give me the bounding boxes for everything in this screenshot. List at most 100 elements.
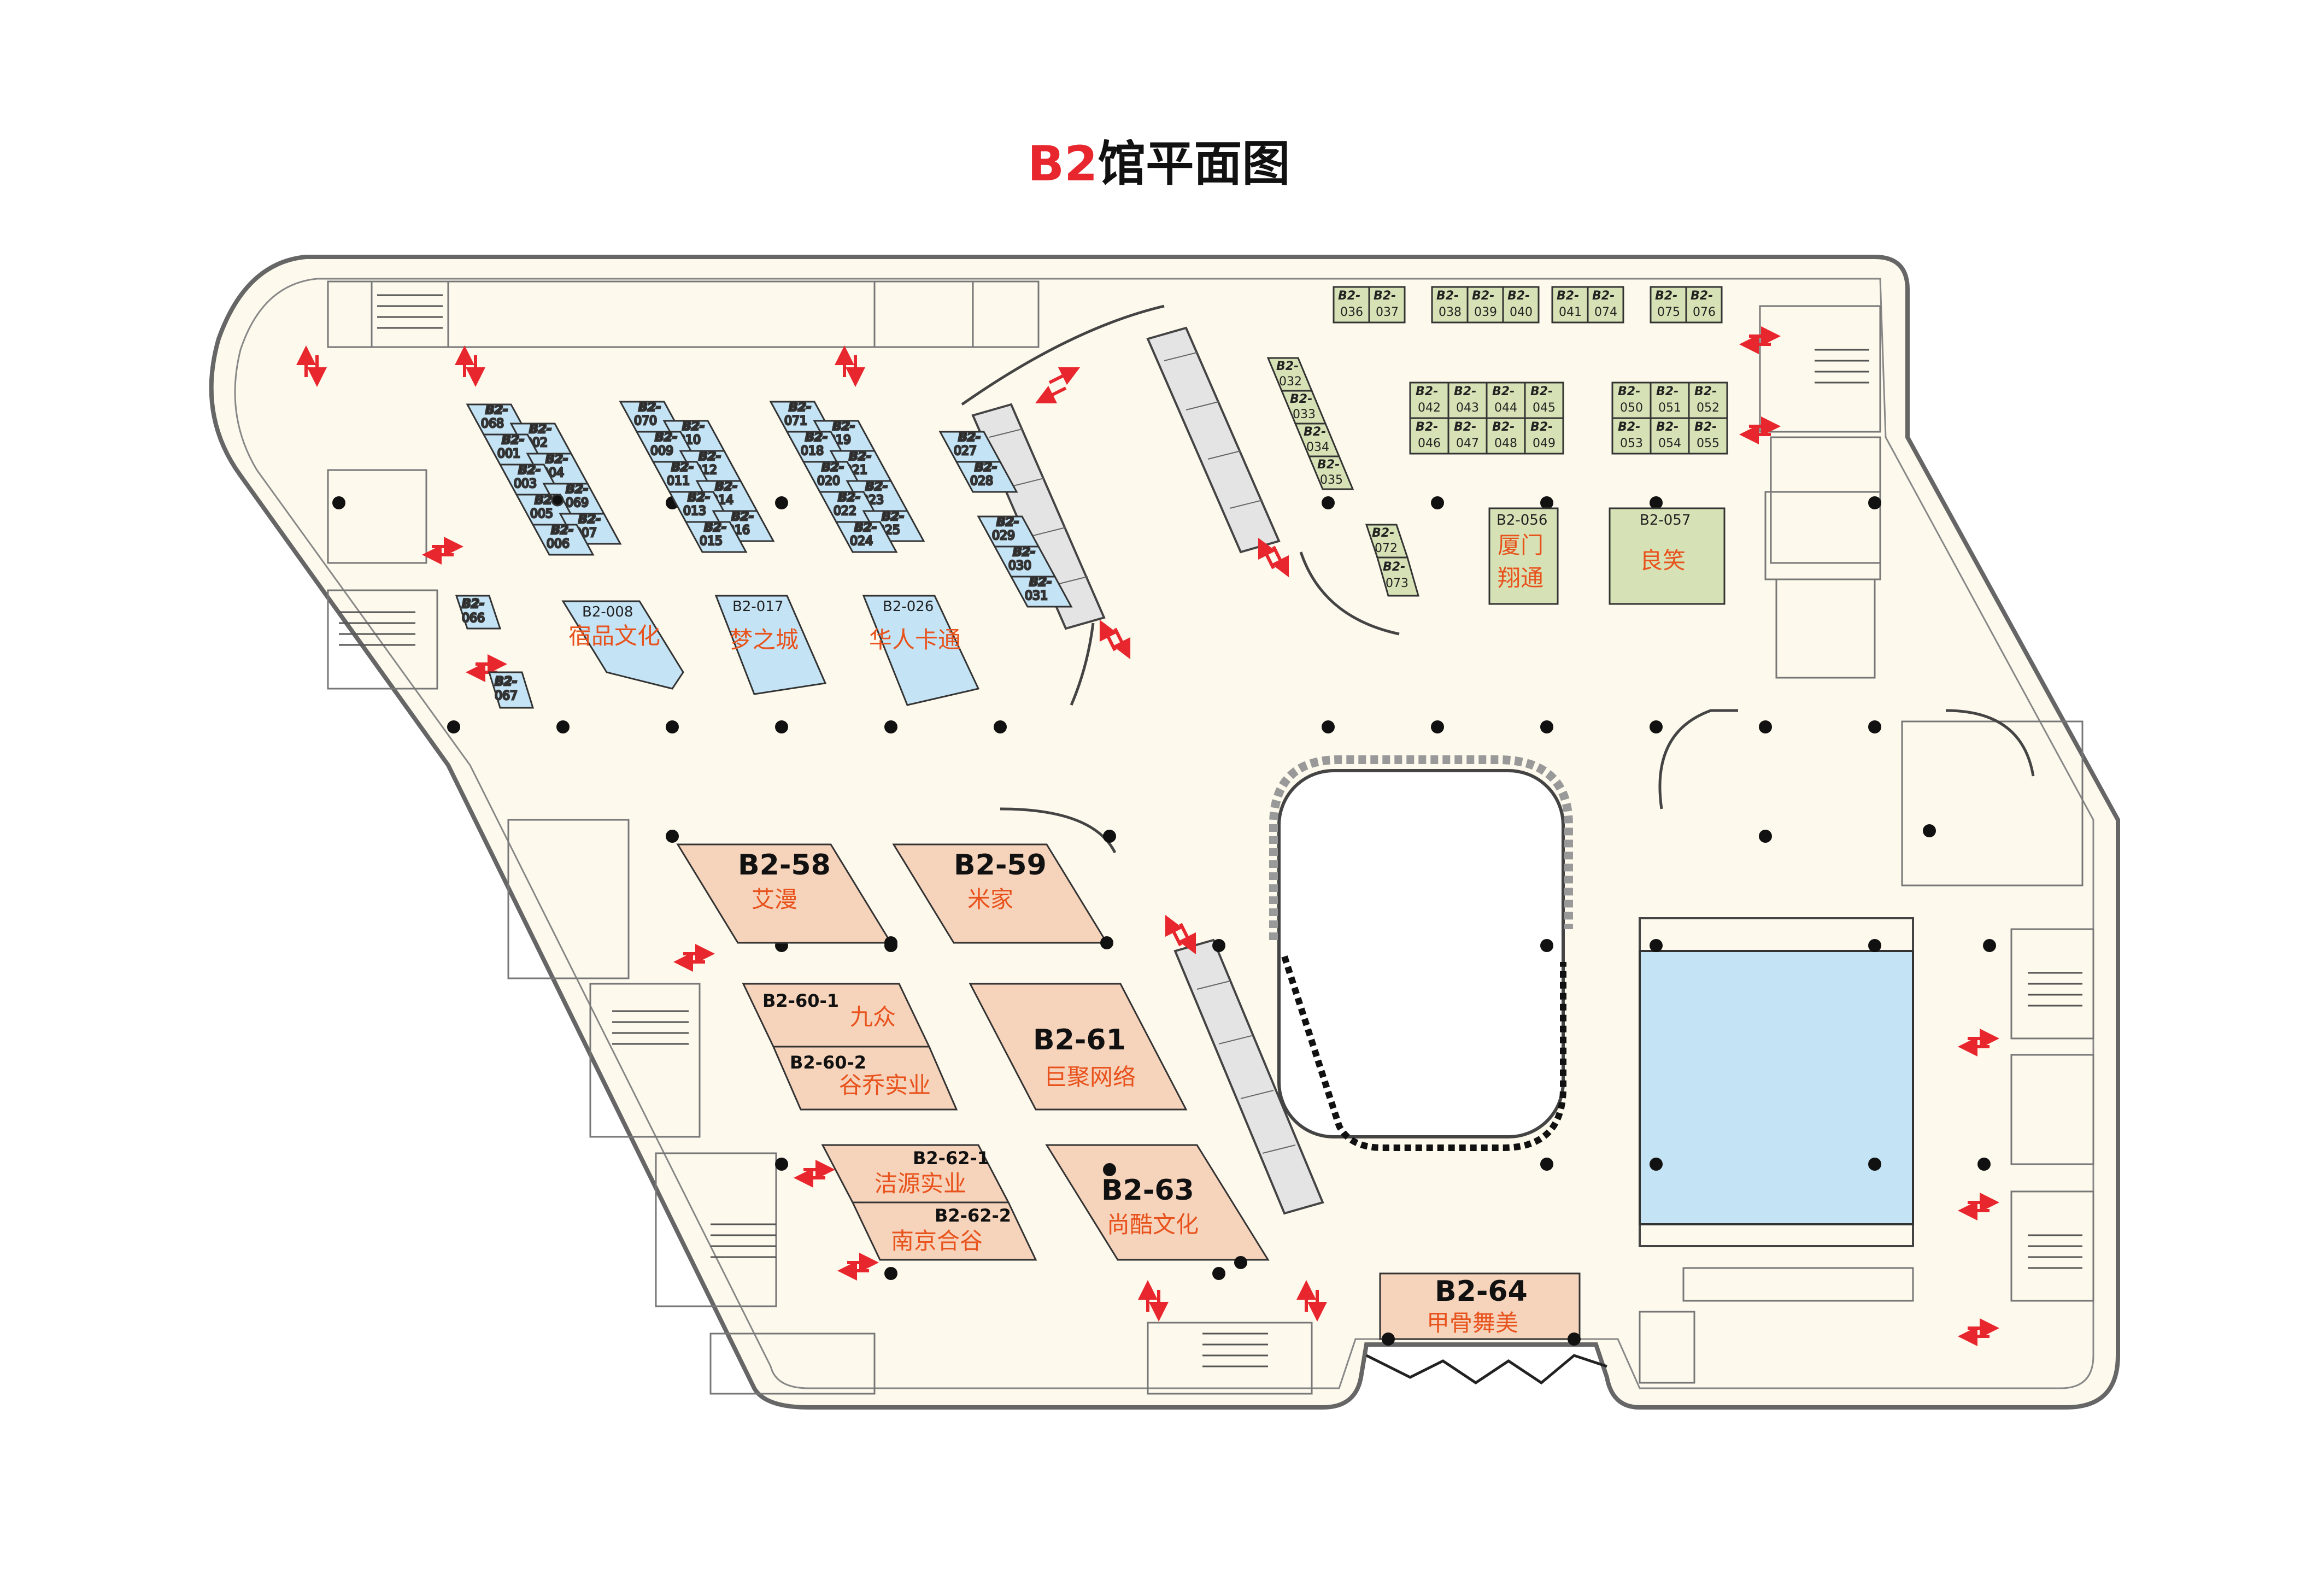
booth-b2-041[interactable]: B2-041: [1551, 286, 1589, 324]
booth-name: 梦之城: [730, 626, 799, 653]
booth-b2-007[interactable]: B2-007: [559, 512, 622, 545]
booth-number: 020: [817, 474, 840, 488]
booth-prefix: B2-: [832, 420, 855, 433]
booth-b2-051[interactable]: B2-051: [1650, 381, 1690, 419]
booth-number: 032: [1279, 375, 1302, 389]
booth-b2-027[interactable]: B2-027: [938, 430, 1002, 463]
booth-number: 072: [1375, 542, 1398, 555]
booth-number: 042: [1418, 401, 1441, 415]
booth-name: 洁源实业: [875, 1170, 966, 1197]
booth-number: 040: [1510, 306, 1533, 319]
booth-b2-62-2[interactable]: B2-62-2 南京合谷: [851, 1201, 1037, 1261]
booth-b2-046[interactable]: B2-046: [1409, 417, 1449, 455]
booth-prefix: B2-: [1372, 526, 1394, 540]
blue-large-booths: B2-008 宿品文化 B2-017 梦之城 B2-026 华人卡通: [561, 595, 980, 706]
booth-b2-040[interactable]: B2-040: [1502, 286, 1540, 324]
booth-b2-039[interactable]: B2-039: [1466, 286, 1504, 324]
booth-b2-033[interactable]: B2-033: [1280, 390, 1327, 425]
booth-number: 046: [1418, 437, 1441, 450]
booth-b2-038[interactable]: B2-038: [1431, 286, 1469, 324]
booth-b2-63[interactable]: B2-63 尚酷文化: [1045, 1144, 1270, 1261]
booth-b2-043[interactable]: B2-043: [1447, 381, 1488, 419]
booth-b2-031[interactable]: B2-031: [1010, 575, 1073, 608]
booth-b2-006[interactable]: B2-006: [531, 523, 595, 556]
booth-b2-049[interactable]: B2-049: [1524, 417, 1564, 455]
booth-b2-60-1[interactable]: B2-60-1 九众: [742, 983, 931, 1048]
booth-b2-026[interactable]: B2-026 华人卡通: [862, 595, 980, 706]
booth-prefix: B2-: [731, 510, 754, 524]
booth-b2-074[interactable]: B2-074: [1587, 286, 1624, 324]
booth-b2-053[interactable]: B2-053: [1611, 417, 1652, 455]
booth-b2-045[interactable]: B2-045: [1524, 381, 1564, 419]
booth-b2-028[interactable]: B2-028: [955, 460, 1018, 493]
booth-number: 055: [1697, 437, 1719, 450]
booth-prefix: B2-: [1374, 289, 1396, 303]
booth-b2-073[interactable]: B2-073: [1376, 556, 1419, 597]
booth-number: 029: [992, 529, 1015, 543]
booth-prefix: B2-: [545, 453, 568, 466]
booth-b2-044[interactable]: B2-044: [1486, 381, 1526, 419]
booth-b2-052[interactable]: B2-052: [1688, 381, 1728, 419]
booth-b2-048[interactable]: B2-048: [1486, 417, 1526, 455]
booth-b2-002[interactable]: B2-002: [509, 422, 573, 455]
hall-inner-wall: [234, 278, 2094, 1389]
booth-name: 米家: [967, 886, 1013, 913]
booth-code: B2-017: [732, 598, 783, 615]
booth-b2-050[interactable]: B2-050: [1611, 381, 1652, 419]
booth-b2-015[interactable]: B2-015: [684, 520, 748, 553]
booth-prefix: B2-: [821, 461, 844, 474]
booth-b2-042[interactable]: B2-042: [1409, 381, 1449, 419]
booth-prefix: B2-: [789, 401, 811, 414]
booth-prefix: B2-: [849, 450, 871, 463]
booth-prefix: B2-: [462, 597, 484, 611]
title-prefix: B2: [1028, 136, 1098, 192]
booth-code: B2-057: [1640, 512, 1691, 529]
booth-b2-056[interactable]: B2-056 厦门 翔通: [1488, 507, 1559, 605]
booth-number: 076: [1693, 306, 1716, 319]
booth-b2-036[interactable]: B2-036: [1333, 286, 1370, 324]
booth-b2-58[interactable]: B2-58 艾漫: [676, 843, 893, 944]
booth-b2-035[interactable]: B2-035: [1307, 455, 1354, 490]
booth-prefix: B2-: [1592, 289, 1615, 303]
booth-b2-029[interactable]: B2-029: [977, 515, 1040, 548]
booth-prefix: B2-: [1492, 420, 1515, 434]
booth-b2-64[interactable]: B2-64 甲骨舞美: [1379, 1272, 1581, 1340]
booth-b2-057[interactable]: B2-057 良笑: [1609, 507, 1726, 605]
booth-b2-59[interactable]: B2-59 米家: [892, 843, 1108, 944]
booth-b2-008[interactable]: B2-008 宿品文化: [561, 600, 684, 690]
booth-b2-021[interactable]: B2-021: [829, 449, 893, 482]
booth-b2-037[interactable]: B2-037: [1368, 286, 1406, 324]
booth-number: 018: [801, 444, 824, 458]
booth-b2-054[interactable]: B2-054: [1650, 417, 1690, 455]
booth-prefix: B2-: [638, 401, 661, 414]
booth-b2-60-2[interactable]: B2-60-2 谷乔实业: [772, 1046, 958, 1111]
booth-number: 033: [1293, 408, 1316, 421]
booth-prefix: B2-: [566, 483, 588, 496]
booth-number: 071: [784, 414, 807, 428]
booth-code: B2-59: [954, 849, 1047, 882]
booth-prefix: B2-: [1383, 560, 1405, 574]
booth-b2-066[interactable]: B2-066: [455, 595, 502, 630]
booth-number: 075: [1657, 306, 1680, 319]
orange-booths: B2-58 艾漫 B2-59 米家 B2-60-1 九众 B2-60-2 谷乔实…: [676, 843, 1581, 1340]
booth-b2-024[interactable]: B2-024: [835, 520, 898, 553]
booth-prefix: B2-: [1694, 385, 1717, 398]
booth-number: 031: [1025, 589, 1048, 603]
booth-b2-075[interactable]: B2-075: [1650, 286, 1687, 324]
booth-b2-032[interactable]: B2-032: [1266, 357, 1313, 392]
booth-b2-017[interactable]: B2-017 梦之城: [714, 595, 827, 695]
booth-prefix: B2-: [1557, 289, 1579, 303]
booth-b2-076[interactable]: B2-076: [1685, 286, 1723, 324]
booth-b2-62-1[interactable]: B2-62-1 洁源实业: [821, 1144, 1010, 1204]
booth-b2-055[interactable]: B2-055: [1688, 417, 1728, 455]
booth-b2-047[interactable]: B2-047: [1447, 417, 1488, 455]
booth-name: 良笑: [1640, 547, 1686, 574]
booth-b2-067[interactable]: B2-067: [488, 671, 535, 709]
booth-number: 051: [1658, 401, 1681, 415]
booth-b2-61[interactable]: B2-61 巨聚网络: [969, 983, 1188, 1111]
booth-b2-034[interactable]: B2-034: [1294, 422, 1341, 457]
booth-number: 054: [1658, 437, 1681, 450]
booth-prefix: B2-: [1472, 289, 1494, 303]
green-large-booths: B2-056 厦门 翔通 B2-057 良笑: [1488, 507, 1726, 605]
